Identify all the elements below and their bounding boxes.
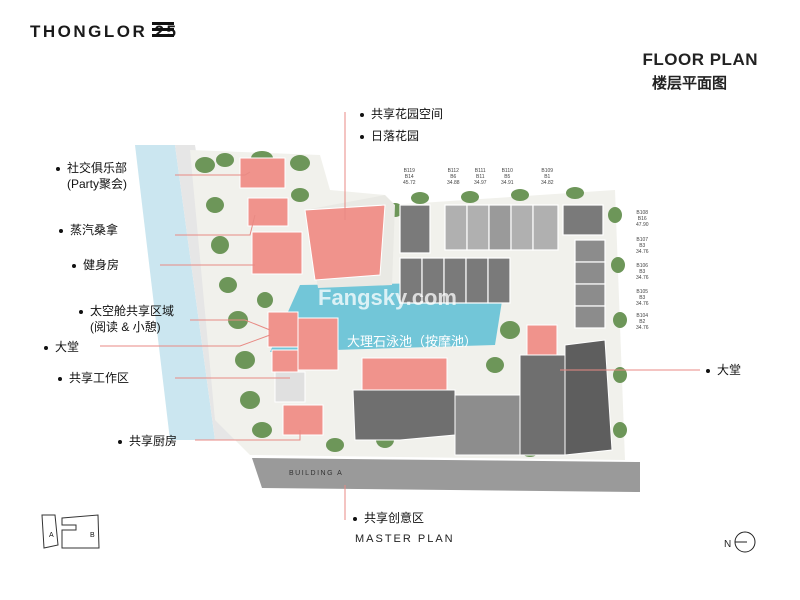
page-subtitle: 楼层平面图 bbox=[652, 75, 728, 92]
north-arrow-icon bbox=[734, 531, 756, 553]
building-a-label: BUILDING A bbox=[289, 470, 344, 477]
label-lobby-right: 大堂 bbox=[706, 362, 741, 378]
label-sauna: 蒸汽桑拿 bbox=[59, 222, 118, 238]
page-title: FLOOR PLAN bbox=[642, 50, 758, 69]
bullet-icon bbox=[44, 345, 48, 350]
label-shared-garden: 共享花园空间 bbox=[360, 106, 443, 122]
label-cowork: 共享工作区 bbox=[58, 370, 129, 386]
label-sunset-garden: 日落花园 bbox=[360, 128, 419, 144]
residential-units bbox=[399, 204, 606, 329]
brand-logo-icon bbox=[152, 22, 174, 38]
street bbox=[252, 458, 640, 492]
bullet-icon bbox=[58, 376, 62, 381]
bullet-icon bbox=[706, 368, 710, 373]
pool-label: 大理石泳池（按摩池） bbox=[347, 334, 478, 349]
bullet-icon bbox=[59, 228, 63, 233]
key-map-a: A bbox=[49, 532, 54, 539]
label-lobby-left: 大堂 bbox=[44, 339, 79, 355]
bullet-icon bbox=[360, 134, 364, 139]
label-gym: 健身房 bbox=[72, 257, 119, 273]
master-plan-label: MASTER PLAN bbox=[355, 533, 455, 545]
label-creative: 共享创意区 bbox=[353, 510, 424, 526]
building-b bbox=[274, 339, 613, 456]
bullet-icon bbox=[72, 263, 76, 268]
canal-water bbox=[135, 145, 215, 440]
label-capsule: 太空舱共享区域 bbox=[79, 303, 174, 319]
bullet-icon bbox=[56, 166, 60, 171]
key-map-b: B bbox=[90, 532, 95, 539]
bullet-icon bbox=[353, 516, 357, 521]
brand-title: THONGLOR 25 bbox=[30, 22, 179, 41]
bullet-icon bbox=[79, 309, 83, 314]
label-party-club-sub: (Party聚会) bbox=[67, 177, 128, 191]
leader-lines bbox=[100, 112, 700, 520]
bullet-icon bbox=[118, 439, 122, 444]
greenery bbox=[195, 151, 627, 457]
watermark: Fangsky.com bbox=[318, 285, 457, 310]
label-capsule-sub: (阅读 & 小憩) bbox=[90, 320, 161, 334]
label-kitchen: 共享厨房 bbox=[118, 433, 177, 449]
key-map bbox=[41, 514, 100, 549]
north-label: N bbox=[724, 539, 732, 550]
bullet-icon bbox=[360, 112, 364, 117]
label-party-club: 社交俱乐部 bbox=[56, 160, 127, 176]
